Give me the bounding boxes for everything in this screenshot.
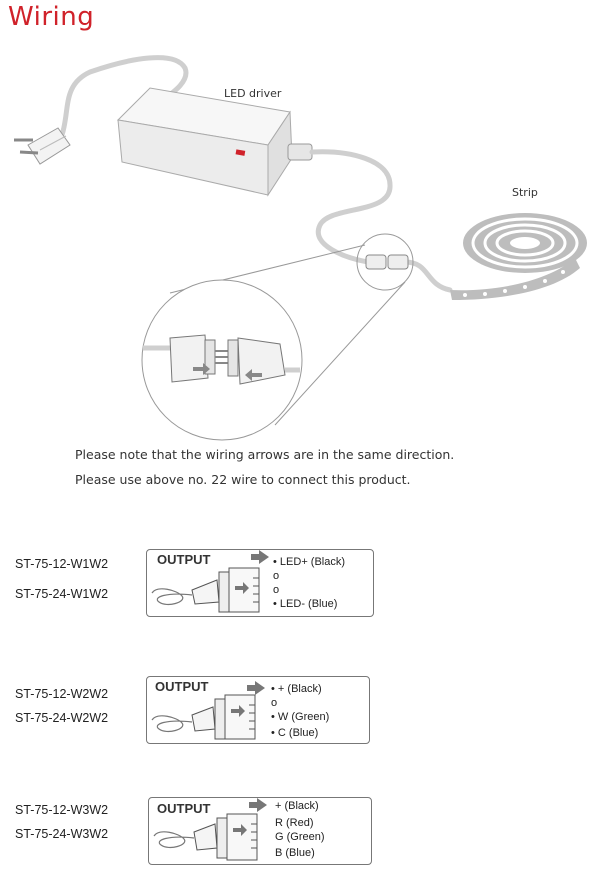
model-name: ST-75-12-W2W2 <box>15 687 109 701</box>
output-connector-icon <box>153 798 267 861</box>
pin-row: • LED+ (Black) <box>273 556 346 568</box>
pin-row: B (Blue) <box>275 847 315 859</box>
pin-row: o <box>271 697 278 709</box>
pin-row: R (Red) <box>275 817 314 829</box>
zoom-detail-icon <box>141 279 303 441</box>
pin-row: • + (Black) <box>271 683 322 695</box>
output-panel-w3w2: OUTPUT + (Black) R (Red) G (Green) B (Bl… <box>148 797 372 865</box>
pin-row: G (Green) <box>275 831 325 843</box>
output-label: OUTPUT <box>157 801 211 816</box>
led-driver-label: LED driver <box>224 87 282 100</box>
pin-row: • C (Blue) <box>271 727 319 739</box>
pin-row: + (Black) <box>275 800 319 812</box>
inline-connector-icon <box>365 254 409 270</box>
wiring-illustration <box>14 55 587 441</box>
page-title: Wiring <box>8 2 95 32</box>
pin-row: • W (Green) <box>271 711 330 723</box>
output-label: OUTPUT <box>155 679 209 694</box>
model-name: ST-75-12-W1W2 <box>15 557 109 571</box>
output-panel-w1w2: OUTPUT • LED+ (Black) o o • LED- (Blue) <box>146 549 374 617</box>
pin-row: • LED- (Blue) <box>273 598 338 610</box>
output-label: OUTPUT <box>157 552 211 567</box>
led-driver-icon <box>116 87 313 197</box>
output-panel-w2w2: OUTPUT • + (Black) o • W (Green) • C (Bl… <box>146 676 370 744</box>
output-connector-icon <box>151 681 265 740</box>
output-connector-icon <box>151 550 269 613</box>
pin-row: o <box>273 570 280 582</box>
plug-icon <box>14 127 71 165</box>
model-name: ST-75-24-W2W2 <box>15 711 109 725</box>
model-name: ST-75-24-W3W2 <box>15 827 109 841</box>
pin-row: o <box>273 584 280 596</box>
note-wire-gauge: Please use above no. 22 wire to connect … <box>75 472 411 487</box>
model-name: ST-75-24-W1W2 <box>15 587 109 601</box>
note-arrow-direction: Please note that the wiring arrows are i… <box>75 447 455 462</box>
strip-label: Strip <box>512 186 538 199</box>
led-strip-icon <box>450 213 587 300</box>
model-name: ST-75-12-W3W2 <box>15 803 109 817</box>
